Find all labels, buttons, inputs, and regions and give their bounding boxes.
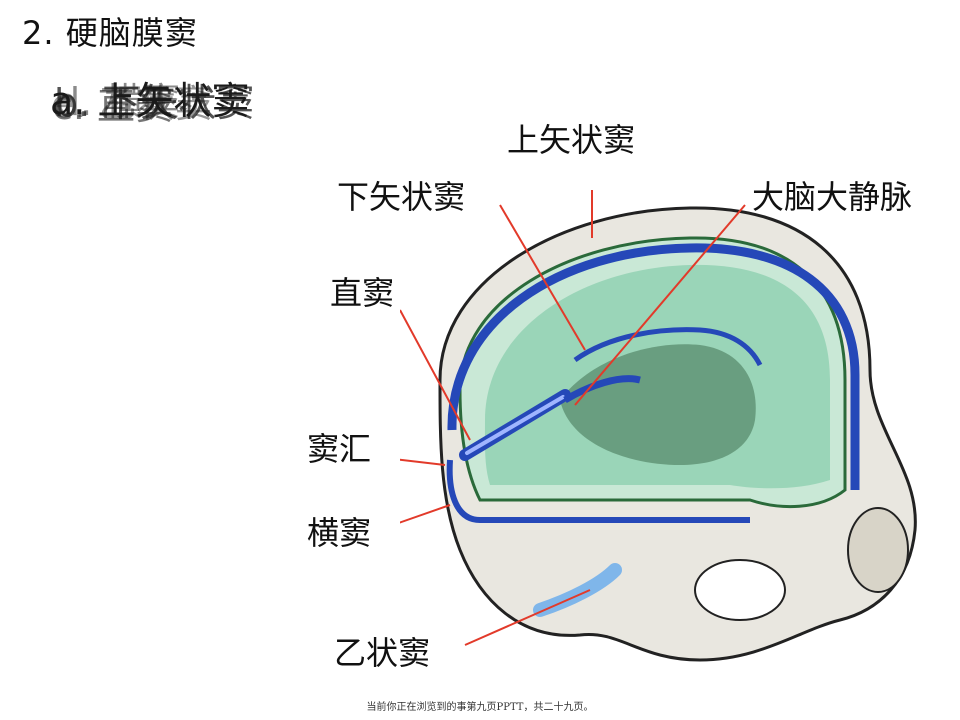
list-item: b. 下矢状窦 bbox=[54, 81, 255, 125]
orbit bbox=[847, 507, 909, 593]
slide-title: 2. 硬脑膜窦 bbox=[22, 14, 198, 52]
leader-straight bbox=[400, 309, 471, 441]
transverse-sinus bbox=[446, 459, 750, 523]
label-superior-sagittal-sinus: 上矢状窦 bbox=[507, 121, 636, 159]
leader-transverse bbox=[400, 504, 451, 524]
label-confluence-of-sinuses: 窦汇 bbox=[307, 430, 372, 468]
tentorium bbox=[560, 344, 756, 465]
list-item: a. 上矢状窦 bbox=[50, 79, 250, 123]
straight-sinus-highlight bbox=[465, 395, 565, 455]
leader-inferior-sagittal bbox=[499, 204, 586, 351]
foramen bbox=[694, 559, 786, 621]
label-sigmoid-sinus: 乙状窦 bbox=[334, 634, 431, 672]
list-item: d. 横窦 bbox=[56, 80, 181, 124]
inferior-sagittal-sinus bbox=[573, 327, 763, 367]
label-great-cerebral-vein: 大脑大静脉 bbox=[752, 178, 913, 216]
list-item: c. 直窦 bbox=[52, 84, 174, 128]
leader-confluence bbox=[400, 458, 446, 466]
list-item: e. 乙状窦 bbox=[51, 82, 213, 126]
leader-great-cerebral-vein bbox=[574, 204, 746, 406]
skull-sinus-illustration bbox=[400, 190, 917, 662]
leader-sigmoid bbox=[464, 589, 591, 646]
page-footer: 当前你正在浏览到的事第九页PPTT，共二十九页。 bbox=[366, 702, 594, 713]
superior-sagittal-sinus bbox=[447, 243, 860, 490]
sigmoid-sinus bbox=[533, 563, 622, 617]
great-cerebral-vein bbox=[563, 375, 641, 404]
label-inferior-sagittal-sinus: 下矢状窦 bbox=[337, 178, 466, 216]
label-straight-sinus: 直窦 bbox=[330, 274, 395, 312]
overlapping-list-items: a. 上矢状窦 b. 下矢状窦 c. 直窦 d. 横窦 e. 乙状窦 bbox=[50, 70, 310, 130]
label-transverse-sinus: 横窦 bbox=[307, 514, 372, 552]
